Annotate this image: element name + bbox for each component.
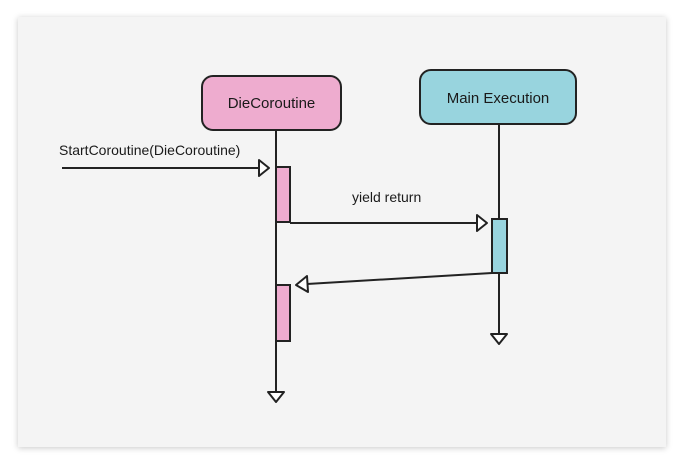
- die-activation-bar-1: [275, 166, 291, 223]
- main-execution-box: [419, 69, 577, 125]
- main-execution-label: Main Execution: [447, 90, 550, 107]
- die-lifeline-end-arrow: [267, 391, 285, 403]
- main-activation-bar: [491, 218, 508, 274]
- return-line: [306, 272, 493, 285]
- die-coroutine-label: DieCoroutine: [228, 95, 316, 112]
- die-coroutine-box: [201, 75, 342, 131]
- die-activation-bar-2: [275, 284, 291, 342]
- start-message-label: StartCoroutine(DieCoroutine): [59, 142, 240, 158]
- yield-return-arrowhead: [476, 214, 488, 232]
- main-lifeline-end-arrow: [490, 333, 508, 345]
- yield-return-label: yield return: [352, 189, 421, 205]
- return-arrowhead: [295, 275, 309, 293]
- start-message-arrowhead: [258, 159, 270, 177]
